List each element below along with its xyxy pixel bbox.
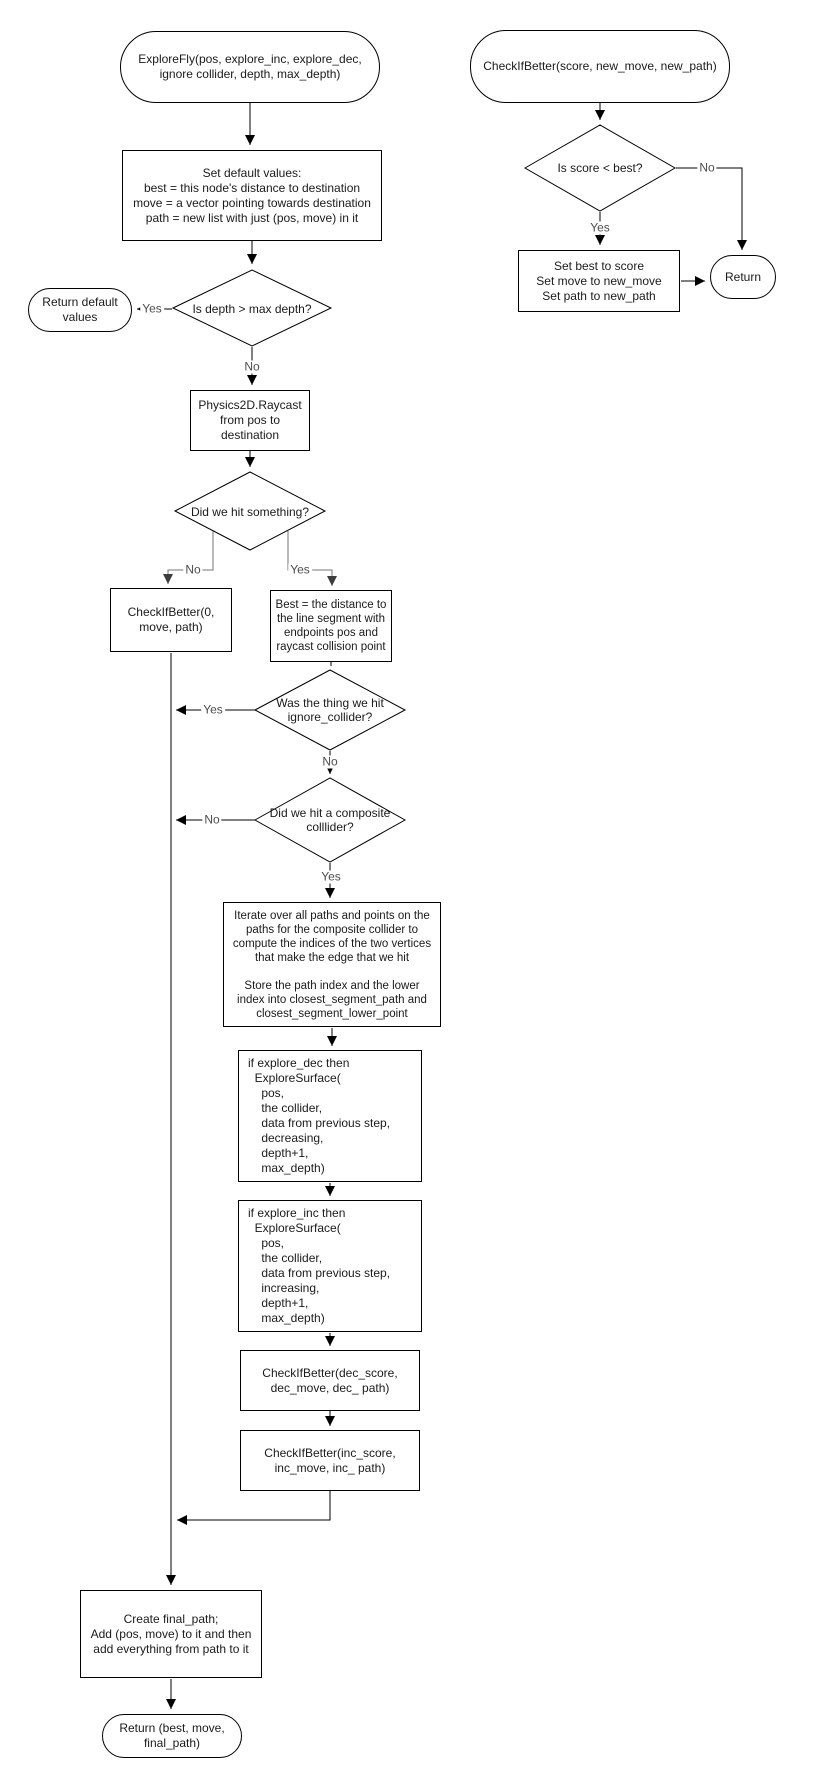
terminator-return-sub: Return [710, 255, 776, 299]
process-checkifbetter-dec: CheckIfBetter(dec_score, dec_move, dec_ … [240, 1350, 420, 1411]
edge-label-depth-yes: Yes [140, 301, 164, 316]
process-checkifbetter-dec-label: CheckIfBetter(dec_score, dec_move, dec_ … [262, 1365, 398, 1395]
terminator-return-default-label: Return default values [42, 295, 118, 324]
process-checkifbetter-inc-label: CheckIfBetter(inc_score, inc_move, inc_ … [264, 1445, 396, 1475]
process-best-distance: Best = the distance to the line segment … [270, 590, 392, 662]
process-set-best-label: Set best to score Set move to new_move S… [536, 258, 662, 303]
process-create-final-path-label: Create final_path; Add (pos, move) to it… [90, 1611, 252, 1656]
terminator-checkifbetter-label: CheckIfBetter(score, new_move, new_path) [483, 59, 717, 73]
process-checkifbetter-inc: CheckIfBetter(inc_score, inc_move, inc_ … [240, 1430, 420, 1491]
edge-label-score-no: No [697, 160, 717, 175]
process-raycast-label: Physics2D.Raycast from pos to destinatio… [198, 398, 302, 442]
terminator-return-sub-label: Return [724, 269, 762, 284]
process-explore-dec-label: if explore_dec then ExploreSurface( pos,… [248, 1056, 391, 1175]
edge-label-depth-no: No [242, 359, 262, 374]
edge-label-score-yes: Yes [588, 220, 612, 235]
process-raycast: Physics2D.Raycast from pos to destinatio… [190, 390, 310, 451]
edge-label-ignore-yes: Yes [201, 702, 225, 717]
terminator-explorefly-label: ExploreFly(pos, explore_inc, explore_dec… [138, 52, 362, 81]
terminator-return-final: Return (best, move, final_path) [102, 1714, 242, 1758]
terminator-explorefly: ExploreFly(pos, explore_inc, explore_dec… [120, 31, 380, 103]
process-set-best: Set best to score Set move to new_move S… [518, 250, 680, 312]
process-best-distance-label: Best = the distance to the line segment … [275, 599, 387, 653]
edge-label-composite-no: No [202, 812, 222, 827]
terminator-return-default: Return default values [28, 288, 132, 332]
edge-label-hit-yes: Yes [288, 562, 312, 577]
decision-score-shape [523, 124, 677, 212]
process-iterate-paths-label: Iterate over all paths and points on the… [232, 909, 432, 1020]
process-iterate-paths: Iterate over all paths and points on the… [223, 902, 441, 1027]
decision-composite-shape [253, 777, 407, 863]
decision-ignore-shape [253, 669, 407, 751]
process-checkifbetter-0: CheckIfBetter(0, move, path) [110, 588, 232, 652]
process-explore-inc: if explore_inc then ExploreSurface( pos,… [238, 1200, 422, 1332]
edge-label-hit-no: No [183, 562, 203, 577]
process-set-defaults: Set default values: best = this node's d… [122, 150, 382, 241]
edge-label-ignore-no: No [320, 754, 340, 769]
process-explore-dec: if explore_dec then ExploreSurface( pos,… [238, 1050, 422, 1182]
edge-hit-yes [287, 531, 337, 586]
terminator-checkifbetter: CheckIfBetter(score, new_move, new_path) [470, 30, 730, 103]
process-explore-inc-label: if explore_inc then ExploreSurface( pos,… [248, 1206, 391, 1325]
process-set-defaults-label: Set default values: best = this node's d… [133, 165, 371, 225]
edge-label-composite-yes: Yes [319, 869, 343, 884]
edge-score-no [676, 167, 747, 250]
process-checkifbetter-0-label: CheckIfBetter(0, move, path) [127, 605, 215, 634]
edge-checkinc-to-mainline [177, 1491, 331, 1525]
process-create-final-path: Create final_path; Add (pos, move) to it… [80, 1590, 262, 1678]
decision-hit-shape [173, 471, 327, 551]
decision-depth-shape [171, 269, 333, 347]
terminator-return-final-label: Return (best, move, final_path) [119, 1721, 225, 1750]
